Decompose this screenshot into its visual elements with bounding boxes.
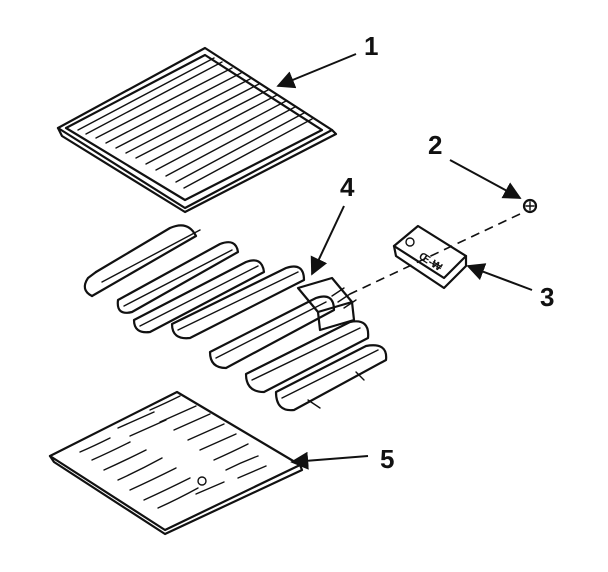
leader-3 xyxy=(466,263,533,291)
callout-1: 1 xyxy=(364,31,378,61)
terminal-prongs xyxy=(331,287,357,309)
callout-4: 4 xyxy=(340,172,355,202)
leader-5 xyxy=(290,451,369,470)
leader-1 xyxy=(276,53,357,89)
leader-2 xyxy=(449,159,522,199)
screw xyxy=(522,198,538,214)
bake-element xyxy=(83,224,388,412)
terminal-block: Œ-₩ xyxy=(392,224,468,290)
broiler-pan xyxy=(48,390,304,536)
broiler-grid-slats xyxy=(77,57,313,189)
callout-3: 3 xyxy=(540,282,554,312)
assembly-line xyxy=(349,213,521,295)
broiler-pan-ribs xyxy=(79,395,267,509)
callout-2: 2 xyxy=(428,130,442,160)
broiler-grid xyxy=(56,46,338,214)
leader-4 xyxy=(310,205,345,276)
callout-5: 5 xyxy=(380,444,394,474)
